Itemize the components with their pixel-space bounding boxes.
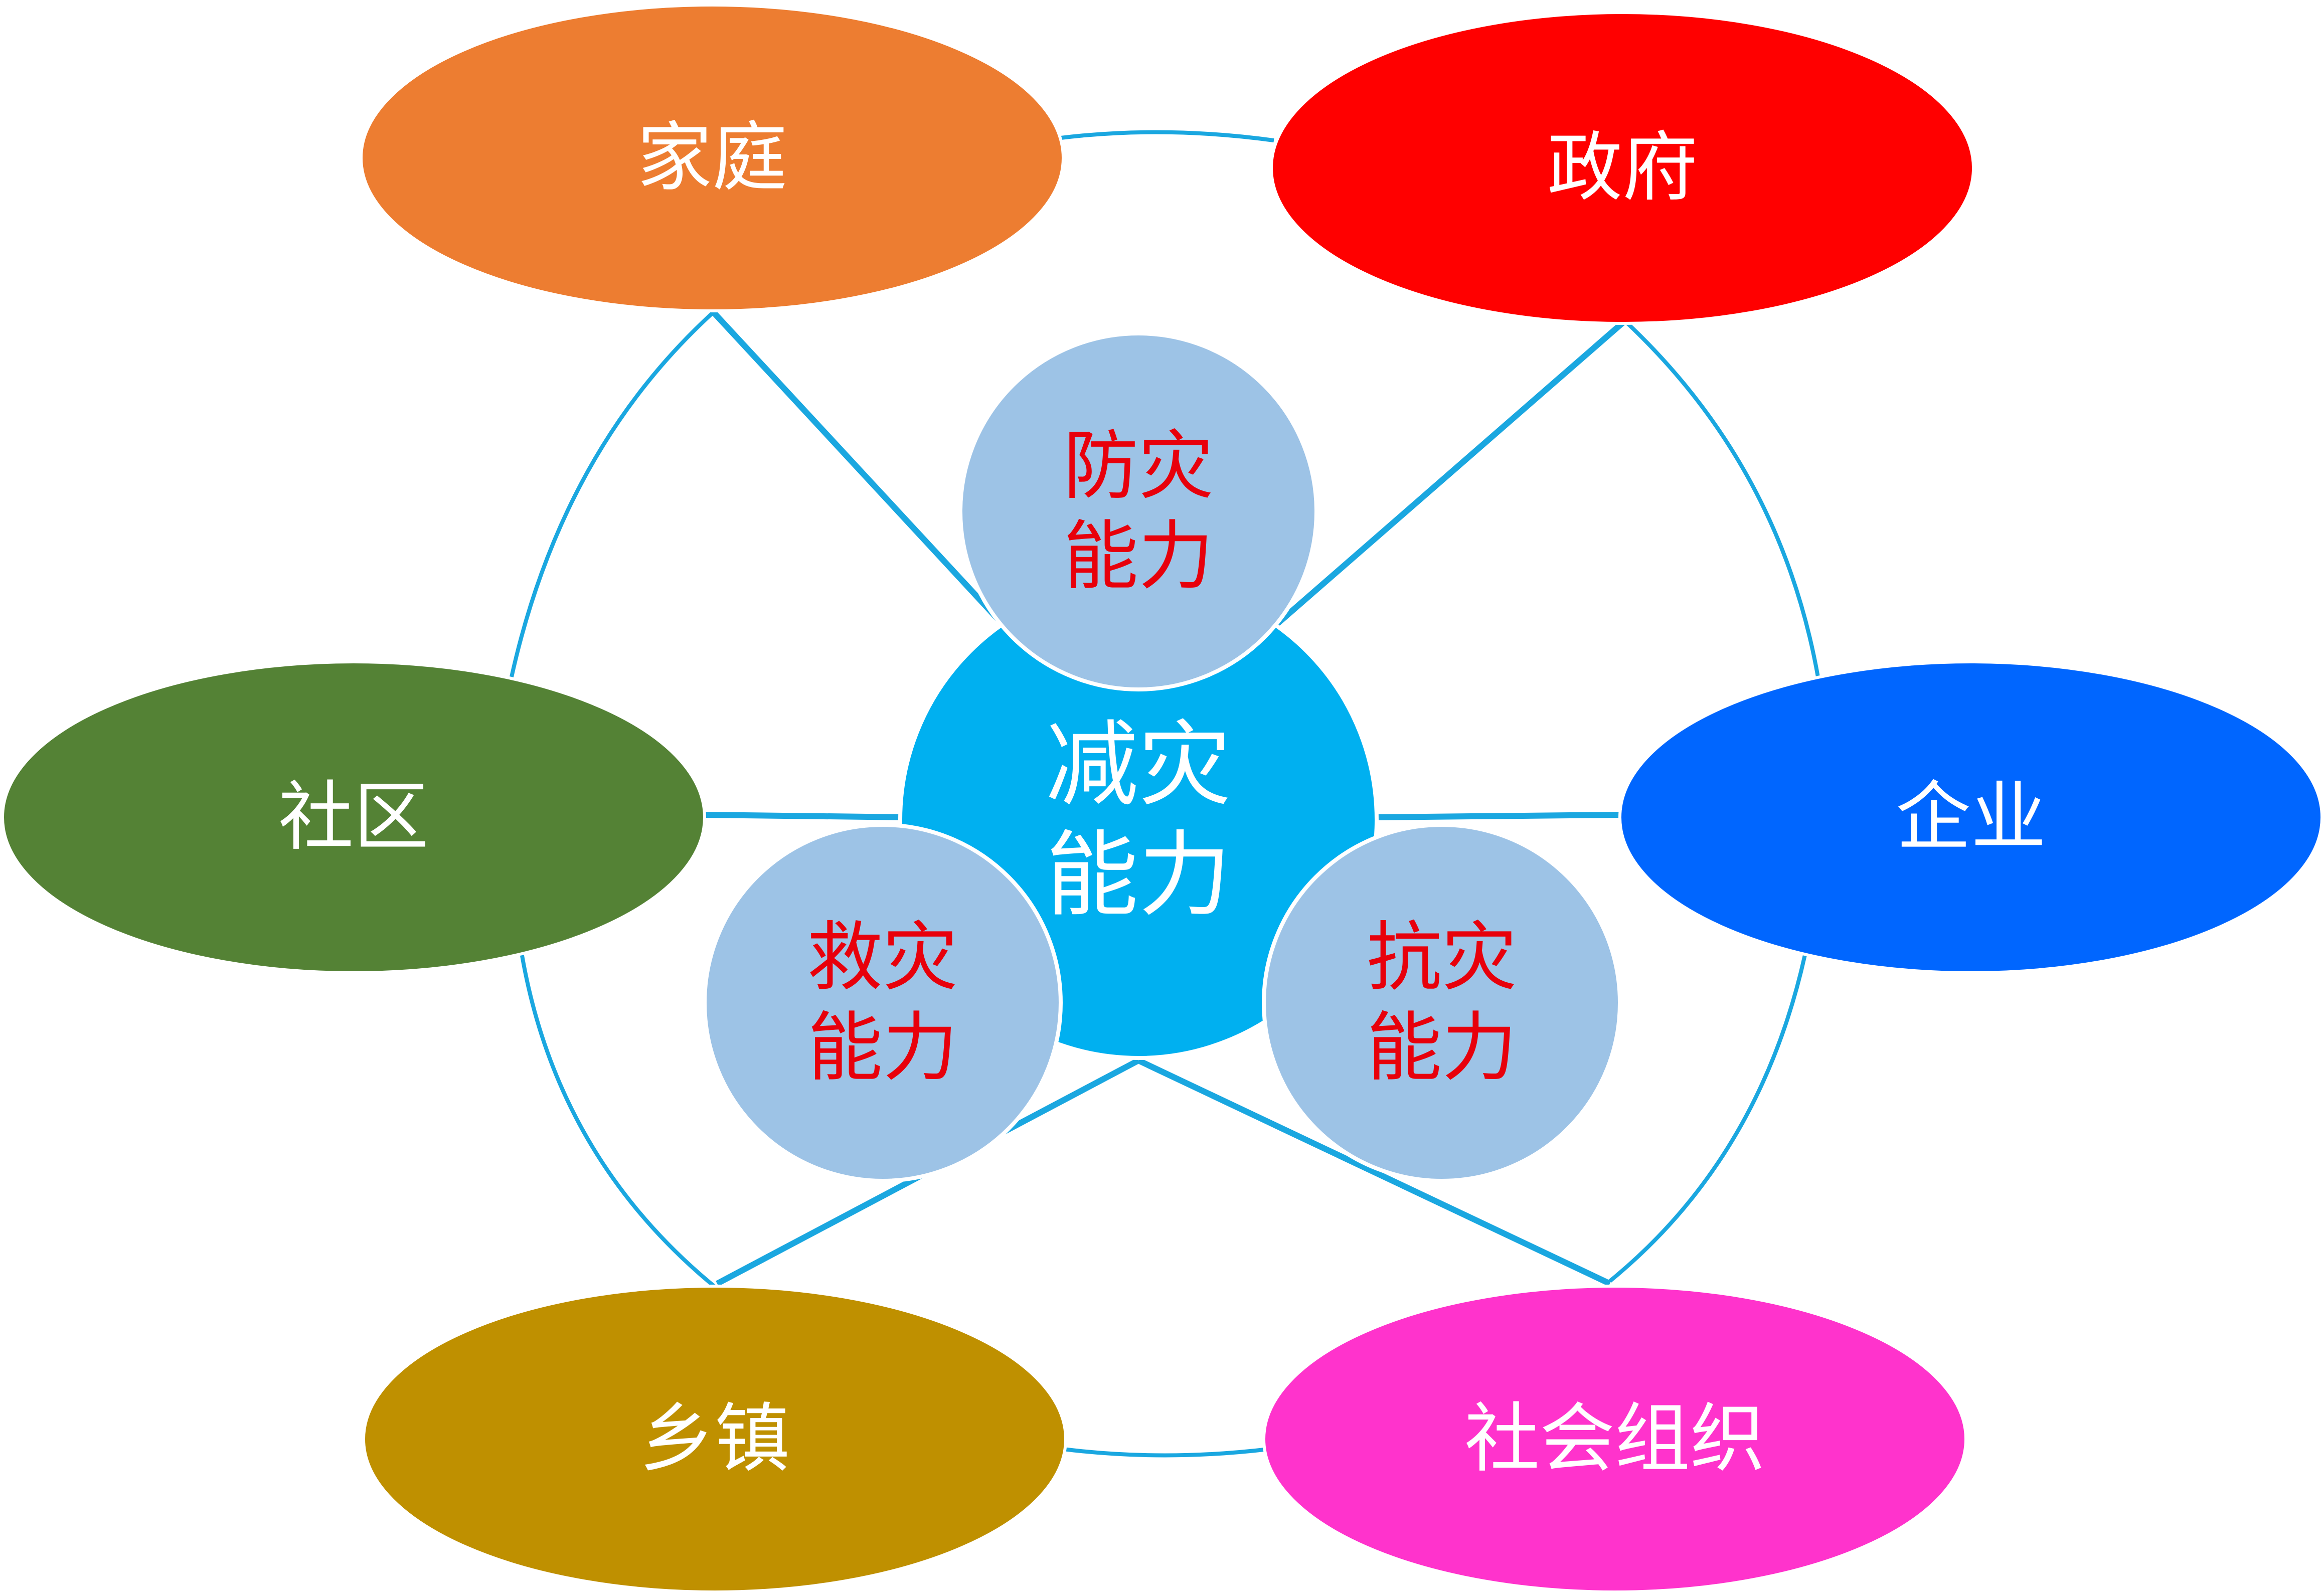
social-org-label: 社会组织 xyxy=(1464,1395,1765,1483)
ring-connectors xyxy=(510,130,1820,1458)
government-ellipse xyxy=(1270,11,1975,325)
center-line2: 能力 xyxy=(1046,821,1231,929)
social-org-ellipse xyxy=(1262,1285,1967,1593)
prevention-line1: 防灾 xyxy=(1063,423,1214,510)
actor-government: 政府 xyxy=(1270,11,1975,325)
prevention-line2: 能力 xyxy=(1063,513,1214,600)
resistance-line1: 抗灾 xyxy=(1367,914,1517,1001)
actor-enterprise: 企业 xyxy=(1618,660,2323,974)
government-label: 政府 xyxy=(1547,124,1698,212)
capability-resistance: 抗灾 能力 xyxy=(1262,823,1622,1183)
actor-community: 社区 xyxy=(1,660,706,974)
rescue-line2: 能力 xyxy=(807,1004,958,1092)
capability-prevention: 防灾 能力 xyxy=(958,331,1318,691)
rescue-line1: 救灾 xyxy=(807,914,958,1001)
prevention-circle xyxy=(958,331,1318,691)
township-label: 乡镇 xyxy=(639,1395,790,1483)
enterprise-label: 企业 xyxy=(1896,774,2046,861)
township-ellipse xyxy=(362,1285,1067,1593)
actor-social-org: 社会组织 xyxy=(1262,1285,1967,1593)
resistance-circle xyxy=(1262,823,1622,1183)
spoke-connectors xyxy=(702,308,1627,1287)
community-label: 社区 xyxy=(278,774,429,861)
enterprise-ellipse xyxy=(1618,660,2323,974)
community-ellipse xyxy=(1,660,706,974)
capability-rescue: 救灾 能力 xyxy=(703,823,1063,1183)
resistance-line2: 能力 xyxy=(1367,1004,1517,1092)
center-line1: 减灾 xyxy=(1046,711,1231,819)
actor-family: 家庭 xyxy=(360,4,1065,312)
family-ellipse xyxy=(360,4,1065,312)
family-label: 家庭 xyxy=(637,114,787,202)
actor-township: 乡镇 xyxy=(362,1285,1067,1593)
rescue-circle xyxy=(703,823,1063,1183)
